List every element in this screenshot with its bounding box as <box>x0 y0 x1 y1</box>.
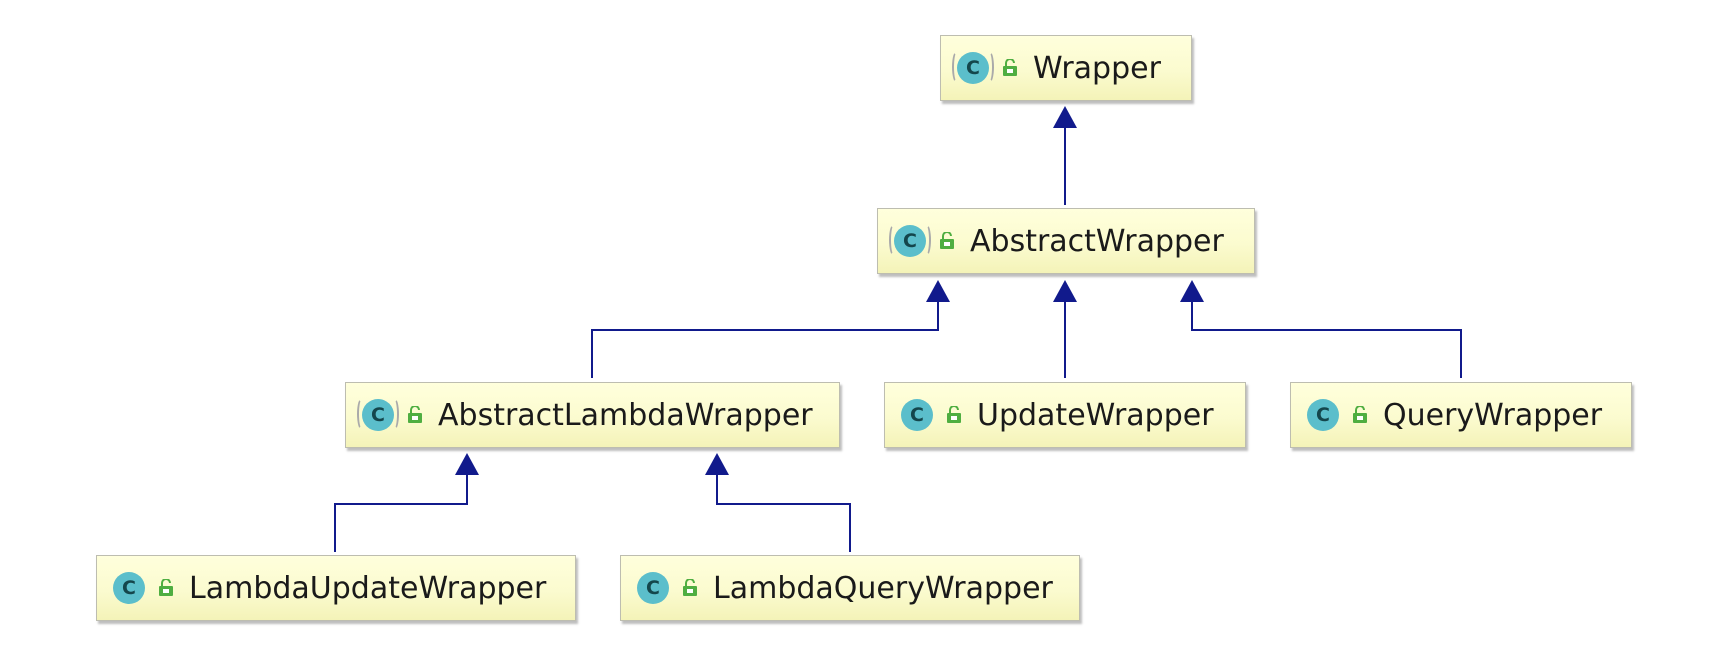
edge-querywrapper-to-abstractwrapper <box>1191 298 1462 378</box>
edge-lambdaupdatewrapper-to-abstractlambdawrapper <box>334 471 468 552</box>
public-visibility-icon <box>1351 406 1369 424</box>
edge-lambdaquerywrapper-to-abstractlambdawrapper <box>716 471 851 552</box>
abstract-class-icon: C <box>889 224 931 257</box>
public-visibility-icon <box>1001 59 1019 77</box>
class-name-updatewrapper: UpdateWrapper <box>977 397 1214 433</box>
class-name-abstractlambdawrapper: AbstractLambdaWrapper <box>438 397 813 433</box>
arrowhead-abstractwrapper-right <box>1180 280 1204 302</box>
class-icon: C <box>637 572 669 604</box>
class-icon: C <box>113 572 145 604</box>
abstract-class-icon: C <box>357 398 399 431</box>
class-node-querywrapper[interactable]: C QueryWrapper <box>1290 382 1632 448</box>
arrowhead-abstractwrapper-left <box>926 280 950 302</box>
public-visibility-icon <box>938 232 956 250</box>
class-icon: C <box>901 399 933 431</box>
class-name-lambdaupdatewrapper: LambdaUpdateWrapper <box>189 570 547 606</box>
arrowhead-abstractlambdawrapper-right <box>705 453 729 475</box>
class-node-abstractwrapper[interactable]: C AbstractWrapper <box>877 208 1255 274</box>
class-name-lambdaquerywrapper: LambdaQueryWrapper <box>713 570 1053 606</box>
arrowhead-abstractlambdawrapper-left <box>455 453 479 475</box>
class-node-lambdaupdatewrapper[interactable]: C LambdaUpdateWrapper <box>96 555 576 621</box>
class-name-wrapper: Wrapper <box>1033 50 1161 86</box>
arrowhead-wrapper <box>1053 106 1077 128</box>
class-name-abstractwrapper: AbstractWrapper <box>970 223 1224 259</box>
class-node-lambdaquerywrapper[interactable]: C LambdaQueryWrapper <box>620 555 1080 621</box>
class-node-updatewrapper[interactable]: C UpdateWrapper <box>884 382 1246 448</box>
class-node-wrapper[interactable]: C Wrapper <box>940 35 1192 101</box>
abstract-class-icon: C <box>952 51 994 84</box>
public-visibility-icon <box>406 406 424 424</box>
edge-abstractlambdawrapper-to-abstractwrapper <box>591 298 939 378</box>
public-visibility-icon <box>681 579 699 597</box>
class-name-querywrapper: QueryWrapper <box>1383 397 1603 433</box>
class-node-abstractlambdawrapper[interactable]: C AbstractLambdaWrapper <box>345 382 840 448</box>
public-visibility-icon <box>157 579 175 597</box>
class-icon: C <box>1307 399 1339 431</box>
public-visibility-icon <box>945 406 963 424</box>
arrowhead-abstractwrapper-center <box>1053 280 1077 302</box>
